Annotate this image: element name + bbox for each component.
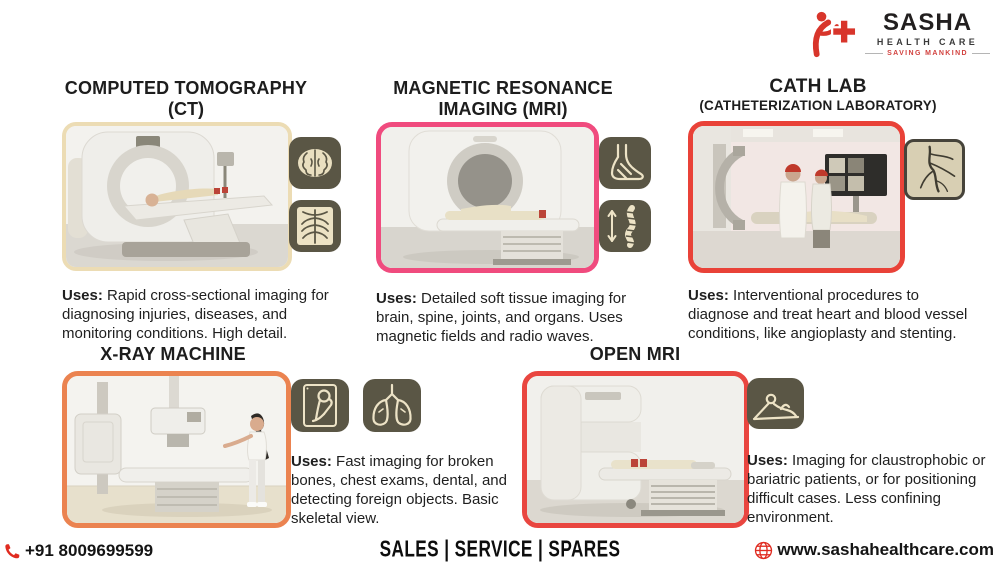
openmri-photo [522, 371, 749, 528]
services-text: SALES | SERVICE | SPARES [379, 536, 621, 563]
phone-icon [5, 543, 20, 558]
angiogram-icon [904, 139, 965, 200]
cathlab-title-line2: (CATHETERIZATION LABORATORY) [699, 98, 937, 113]
ct-title-line2: (CT) [168, 99, 204, 119]
ct-uses-text: Rapid cross-sectional imaging for diagno… [62, 287, 329, 342]
website-url[interactable]: www.sashahealthcare.com [777, 540, 994, 559]
mri-title-line1: MAGNETIC RESONANCE [393, 78, 613, 98]
spine-icon [599, 200, 651, 252]
ct-scanner-illustration [66, 126, 288, 267]
xray-title-line1: X-RAY MACHINE [100, 344, 246, 364]
ct-uses-label: Uses: [62, 287, 103, 304]
brand-tagline: SAVING MANKIND [887, 50, 968, 57]
patient-lying-icon [747, 378, 804, 429]
website-contact[interactable]: www.sashahealthcare.com [754, 540, 994, 560]
phone-number[interactable]: +91 8009699599 [25, 541, 154, 560]
tagline-rule-right [972, 53, 990, 54]
globe-icon [755, 541, 773, 559]
openmri-title-line1: OPEN MRI [589, 344, 681, 364]
mri-uses-label: Uses: [376, 290, 417, 307]
cathlab-photo [688, 121, 905, 273]
logo-figure-cross-icon [812, 11, 858, 58]
foot-xray-icon [599, 137, 651, 189]
brand-name: SASHA [883, 9, 973, 36]
cathlab-room-illustration [693, 126, 900, 268]
cathlab-title: CATH LAB (CATHETERIZATION LABORATORY) [668, 76, 968, 114]
brand-tagline-row: SAVING MANKIND [865, 50, 990, 57]
xray-photo [62, 371, 291, 528]
openmri-uses-text: Imaging for claustrophobic or bariatric … [747, 452, 986, 526]
openmri-title: OPEN MRI [545, 344, 725, 365]
ct-photo [62, 122, 292, 271]
mri-title: MAGNETIC RESONANCE IMAGING (MRI) [358, 78, 648, 119]
mri-title-line2: IMAGING (MRI) [438, 99, 568, 119]
mri-photo [376, 122, 599, 273]
hip-xray-icon [291, 379, 349, 432]
tagline-rule-left [865, 53, 884, 54]
brand-subtitle: HEALTH CARE [876, 37, 979, 47]
mri-uses: Uses: Detailed soft tissue imaging for b… [376, 289, 652, 346]
open-mri-illustration [527, 376, 744, 523]
mri-scanner-illustration [381, 127, 594, 268]
openmri-uses-label: Uses: [747, 452, 788, 469]
cathlab-title-line1: CATH LAB [769, 76, 867, 97]
openmri-uses: Uses: Imaging for claustrophobic or bari… [747, 451, 995, 527]
cathlab-uses-label: Uses: [688, 287, 729, 304]
services-banner: SALES | SERVICE | SPARES [353, 536, 647, 563]
xray-uses: Uses: Fast imaging for broken bones, che… [291, 452, 519, 528]
ct-title-line1: COMPUTED TOMOGRAPHY [64, 78, 308, 98]
chest-xray-icon [289, 200, 341, 252]
ct-uses: Uses: Rapid cross-sectional imaging for … [62, 286, 334, 343]
lungs-icon [363, 379, 421, 432]
ct-title: COMPUTED TOMOGRAPHY (CT) [40, 78, 332, 119]
phone-contact[interactable]: +91 8009699599 [4, 541, 153, 561]
logo-text: SASHA HEALTH CARE SAVING MANKIND [865, 11, 990, 57]
mri-uses-text: Detailed soft tissue imaging for brain, … [376, 290, 627, 345]
xray-uses-text: Fast imaging for broken bones, chest exa… [291, 453, 507, 527]
xray-title: X-RAY MACHINE [60, 344, 286, 365]
cathlab-uses-text: Interventional procedures to diagnose an… [688, 287, 968, 342]
xray-machine-illustration [67, 376, 286, 523]
logo: SASHA HEALTH CARE SAVING MANKIND [809, 8, 990, 60]
xray-uses-label: Uses: [291, 453, 332, 470]
brain-scan-icon [289, 137, 341, 189]
cathlab-uses: Uses: Interventional procedures to diagn… [688, 286, 980, 343]
